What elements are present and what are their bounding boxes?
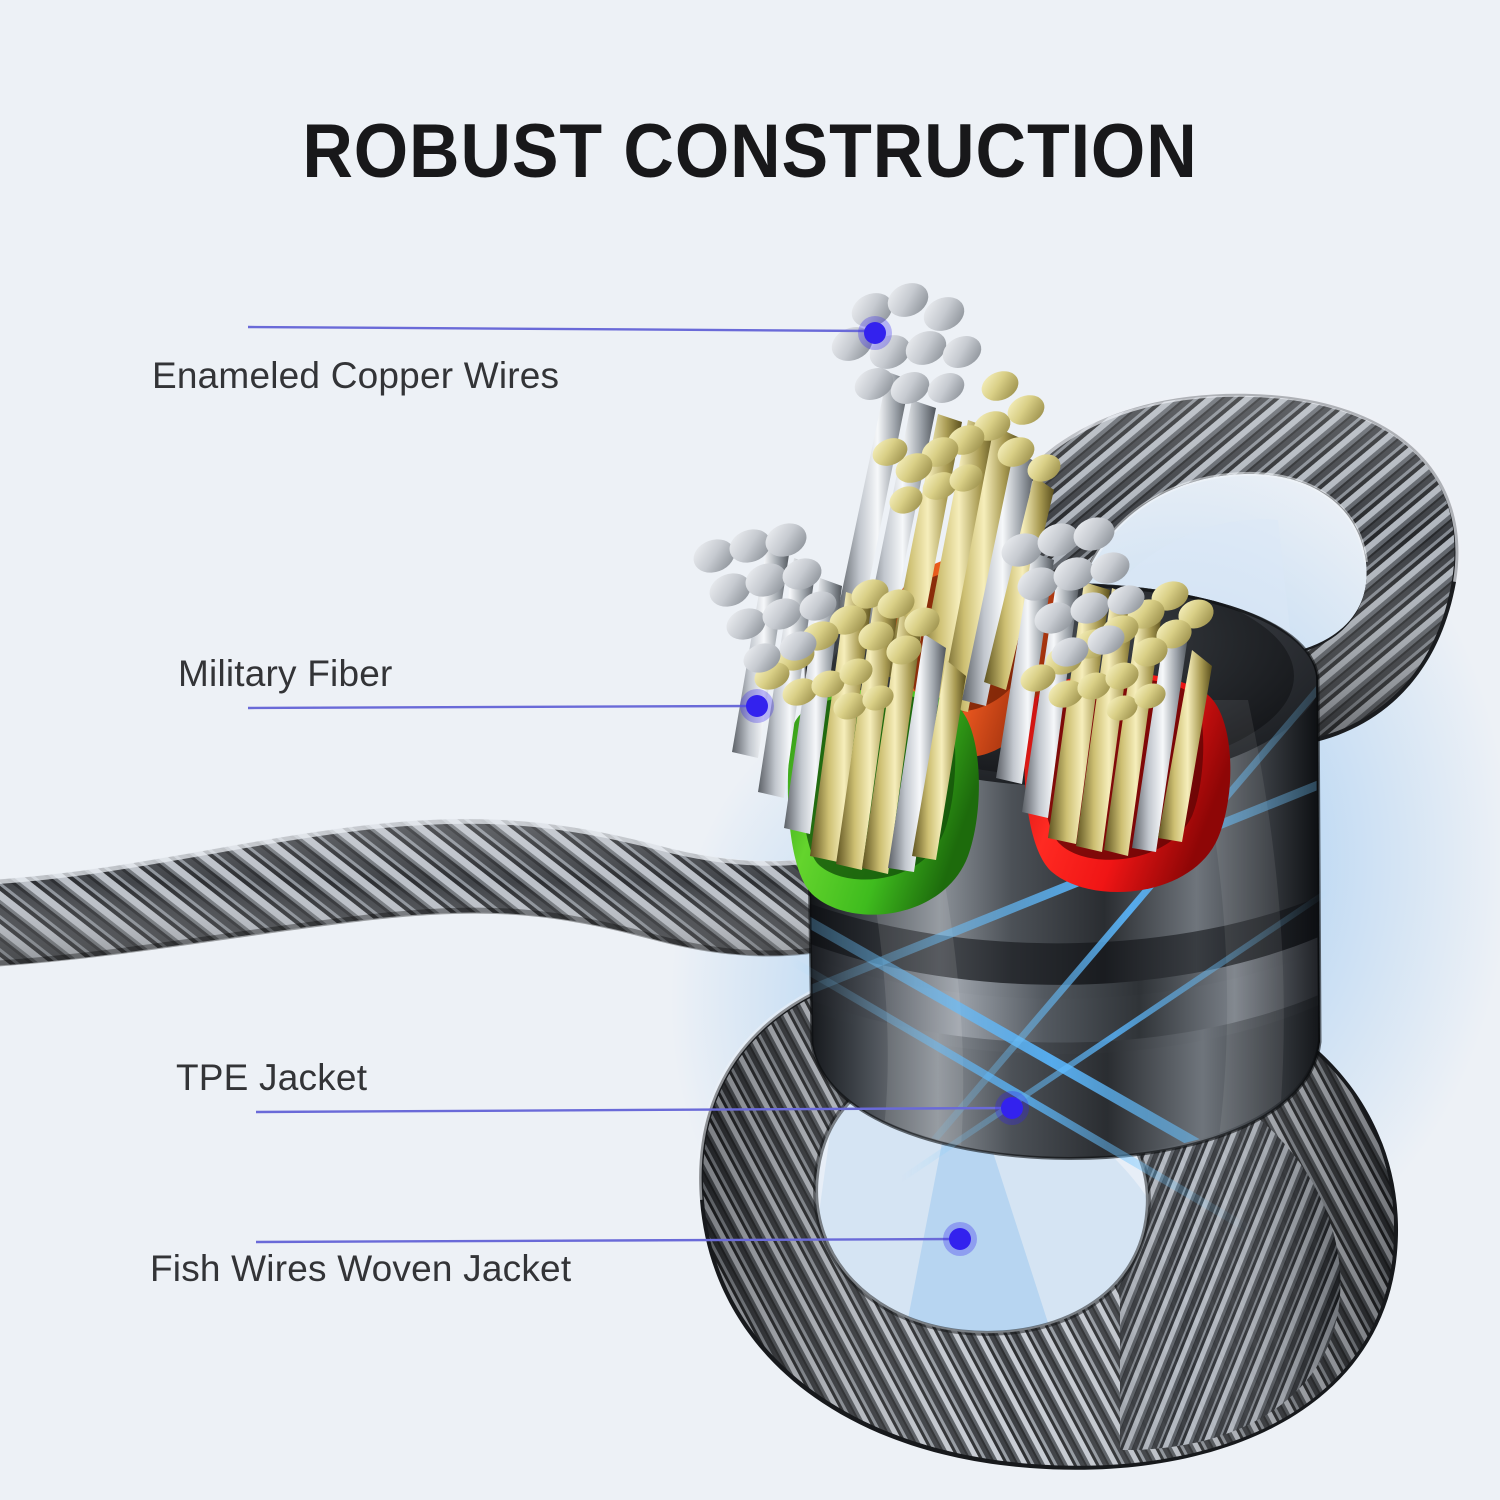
copper-ends-green: [754, 579, 940, 720]
callout-label-fish-wires-woven-jacket: Fish Wires Woven Jacket: [150, 1248, 572, 1289]
leader-line-enameled-copper-wires: [247, 325, 873, 333]
military-fiber-strands-top: [831, 283, 982, 404]
callout-label-tpe-jacket: TPE Jacket: [176, 1057, 368, 1098]
military-fiber-strands-right: [1001, 517, 1145, 667]
marker-dot-enameled-copper-wires: [864, 322, 886, 344]
callout-label-military-fiber: Military Fiber: [178, 653, 393, 694]
leader-line-tpe-jacket: [255, 1106, 1009, 1114]
red-wire-bundle: [996, 517, 1231, 893]
green-wire-bundle: [693, 523, 979, 915]
marker-dot-tpe-jacket: [1001, 1097, 1023, 1119]
military-fiber-strands-left: [693, 523, 837, 673]
copper-ends-orange: [872, 371, 1061, 514]
leader-line-fish-wires-woven-jacket: [255, 1237, 957, 1244]
blue-light-streaks: [787, 887, 1332, 1234]
marker-dot-fish-wires-woven-jacket: [949, 1228, 971, 1250]
callout-label-enameled-copper-wires: Enameled Copper Wires: [152, 355, 560, 396]
marker-dot-military-fiber: [746, 695, 768, 717]
callout-leader-lines: [247, 316, 1029, 1256]
page-title: ROBUST CONSTRUCTION: [302, 109, 1198, 194]
leader-line-military-fiber: [247, 704, 755, 710]
